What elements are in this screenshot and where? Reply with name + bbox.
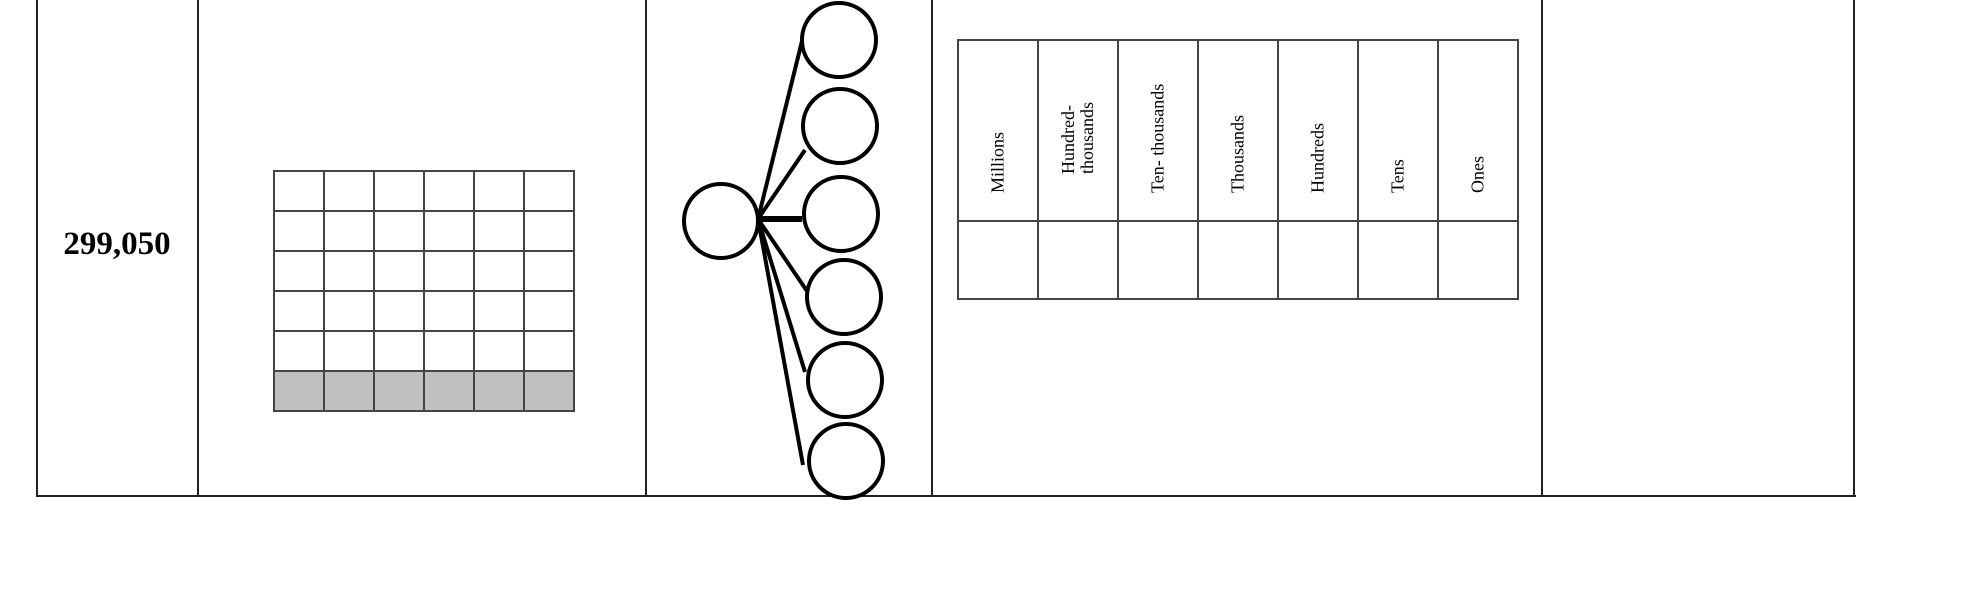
bond-line xyxy=(756,40,804,220)
column-divider xyxy=(1541,0,1543,496)
grid-cell xyxy=(473,330,525,372)
grid-cell xyxy=(423,210,475,252)
header-label: Ones xyxy=(1467,156,1488,193)
grid-cell xyxy=(473,250,525,292)
header-thousands: Thousands xyxy=(1197,39,1279,222)
header-label: Tens xyxy=(1387,159,1408,193)
grid-cell-shaded xyxy=(273,370,325,412)
value-cell[interactable] xyxy=(1277,220,1359,300)
value-cell[interactable] xyxy=(1197,220,1279,300)
header-label: Hundreds xyxy=(1307,123,1328,193)
grid-cell xyxy=(523,330,575,372)
grid-cell-shaded xyxy=(473,370,525,412)
grid-cell xyxy=(523,290,575,332)
part-circle xyxy=(800,1,878,79)
table-border-left xyxy=(36,0,38,496)
grid-cell xyxy=(523,250,575,292)
grid-cell xyxy=(473,170,525,212)
grid-cell xyxy=(323,210,375,252)
value-cell[interactable] xyxy=(1437,220,1519,300)
bond-line xyxy=(756,218,805,466)
grid-cell xyxy=(423,170,475,212)
grid-cell xyxy=(423,290,475,332)
grid-row xyxy=(273,290,575,332)
grid-cell xyxy=(523,170,575,212)
grid-cell-shaded xyxy=(423,370,475,412)
bond-line xyxy=(756,217,811,296)
part-circle xyxy=(802,175,880,253)
grid-cell xyxy=(373,210,425,252)
grid-cell-shaded xyxy=(523,370,575,412)
part-circle xyxy=(806,341,884,419)
table-border-bottom xyxy=(36,495,1856,497)
hundred-grid-model xyxy=(273,170,575,412)
grid-cell xyxy=(273,170,325,212)
grid-cell xyxy=(373,330,425,372)
number-value: 299,050 xyxy=(63,226,171,262)
header-ten-thousands: Ten- thousands xyxy=(1117,39,1199,222)
grid-row xyxy=(273,210,575,252)
grid-cell xyxy=(423,330,475,372)
header-tens: Tens xyxy=(1357,39,1439,222)
grid-cell xyxy=(373,290,425,332)
grid-cell xyxy=(523,210,575,252)
grid-cell xyxy=(273,290,325,332)
table-border-right xyxy=(1853,0,1855,496)
grid-row xyxy=(273,370,575,412)
grid-cell xyxy=(323,330,375,372)
header-millions: Millions xyxy=(957,39,1039,222)
grid-cell xyxy=(373,170,425,212)
header-hundreds: Hundreds xyxy=(1277,39,1359,222)
header-hundred-thousands: Hundred- thousands xyxy=(1037,39,1119,222)
grid-cell-shaded xyxy=(323,370,375,412)
bond-line xyxy=(756,148,807,221)
grid-cell xyxy=(273,330,325,372)
whole-circle xyxy=(682,182,760,260)
grid-cell-shaded xyxy=(373,370,425,412)
grid-cell xyxy=(473,210,525,252)
grid-cell xyxy=(273,210,325,252)
grid-cell xyxy=(273,250,325,292)
part-circle xyxy=(805,258,883,336)
header-ones: Ones xyxy=(1437,39,1519,222)
part-circle xyxy=(807,422,885,500)
grid-row xyxy=(273,330,575,372)
grid-row xyxy=(273,250,575,292)
grid-cell xyxy=(473,290,525,332)
column-divider xyxy=(645,0,647,496)
header-label: Thousands xyxy=(1227,115,1248,193)
grid-cell xyxy=(323,170,375,212)
column-divider xyxy=(197,0,199,496)
header-label: Hundred- thousands xyxy=(1058,102,1097,174)
part-circle xyxy=(801,87,879,165)
place-value-chart: Millions Hundred- thousands Ten- thousan… xyxy=(957,39,1519,300)
value-cell[interactable] xyxy=(1037,220,1119,300)
grid-cell xyxy=(423,250,475,292)
column-divider xyxy=(931,0,933,496)
grid-cell xyxy=(373,250,425,292)
grid-cell xyxy=(323,250,375,292)
value-cell[interactable] xyxy=(957,220,1039,300)
grid-row xyxy=(273,170,575,212)
grid-cell xyxy=(323,290,375,332)
header-label: Ten- thousands xyxy=(1147,83,1168,193)
value-cell[interactable] xyxy=(1357,220,1439,300)
bond-line xyxy=(756,218,807,373)
header-label: Millions xyxy=(987,131,1008,193)
value-cell[interactable] xyxy=(1117,220,1199,300)
